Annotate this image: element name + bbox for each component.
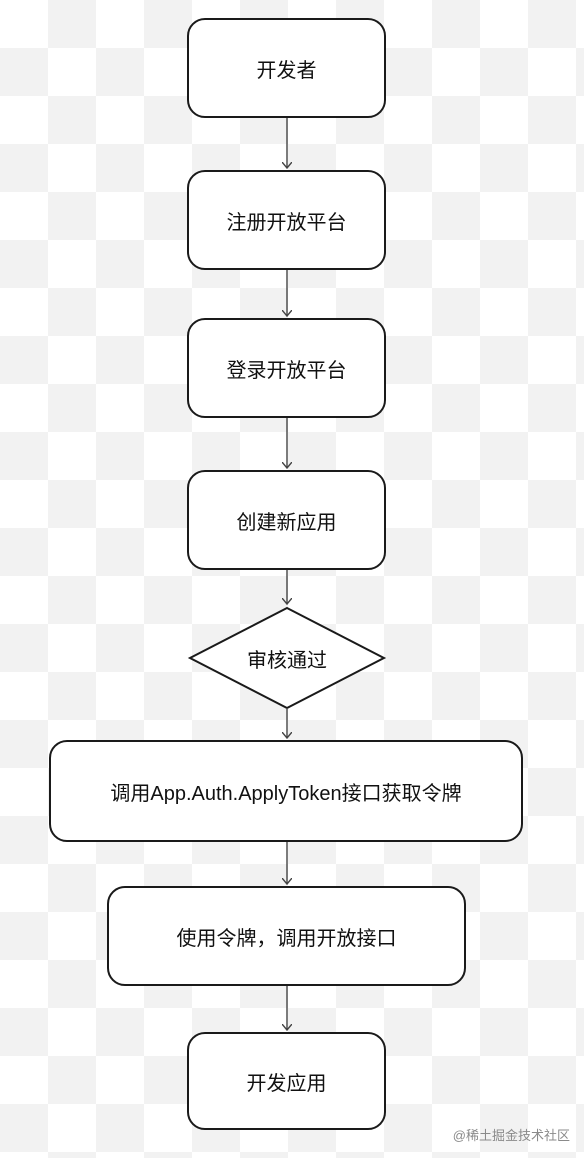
- node-use-token-call-api: 使用令牌，调用开放接口: [107, 886, 466, 986]
- node-develop-app: 开发应用: [187, 1032, 386, 1130]
- node-login-open-platform: 登录开放平台: [187, 318, 386, 418]
- node-create-new-app: 创建新应用: [187, 470, 386, 570]
- node-get-token: 调用App.Auth.ApplyToken接口获取令牌: [49, 740, 523, 842]
- watermark-text: @稀土掘金技术社区: [452, 1128, 570, 1143]
- node-register-open-platform: 注册开放平台: [187, 170, 386, 270]
- node-developer: 开发者: [187, 18, 386, 118]
- decision-review-passed-label: 审核通过: [247, 649, 327, 672]
